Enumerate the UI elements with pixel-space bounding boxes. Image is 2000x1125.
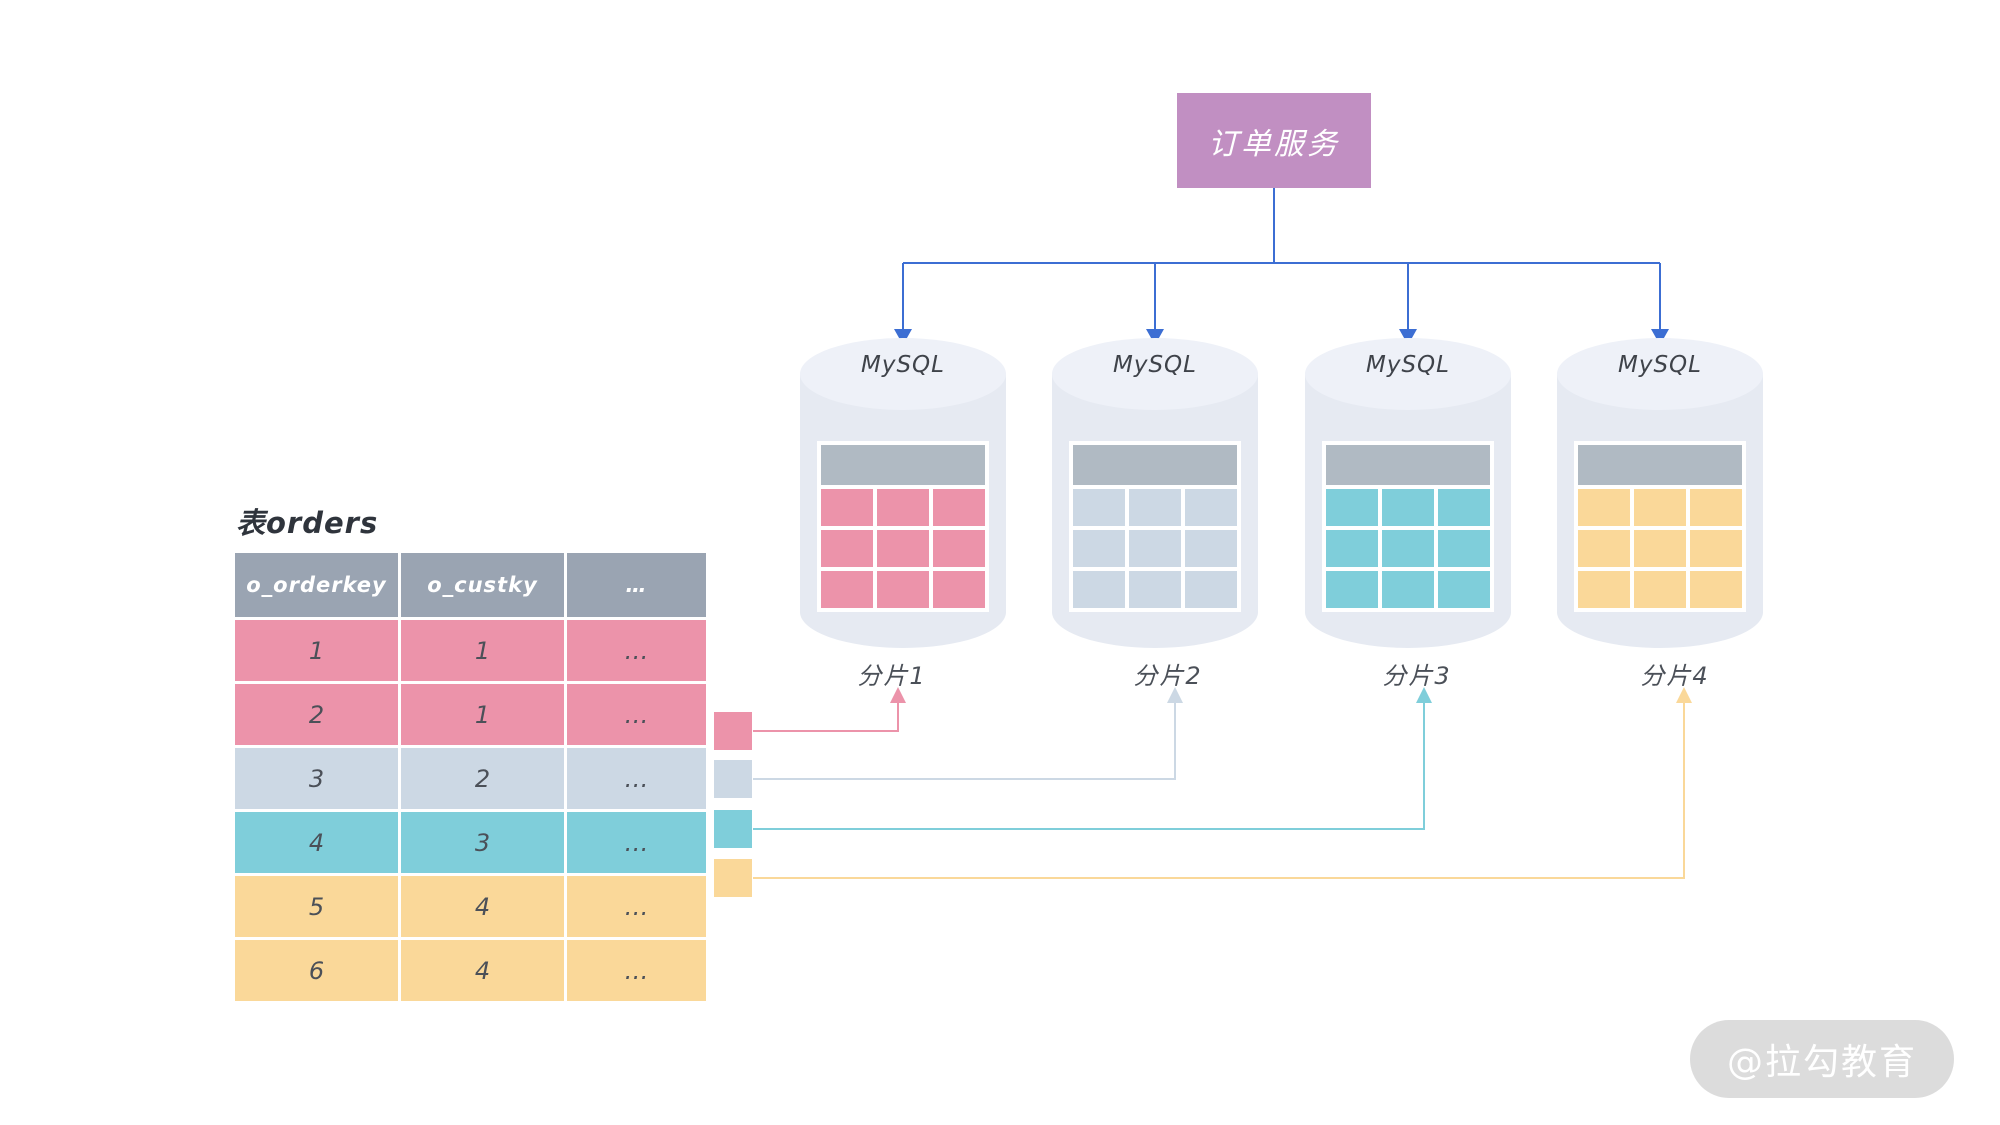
shard-table-cell bbox=[933, 571, 985, 608]
table-cell: 1 bbox=[401, 684, 564, 745]
shard-table-cell bbox=[877, 530, 929, 567]
mysql-shard-2: MySQL bbox=[1052, 338, 1258, 648]
table-cell: … bbox=[567, 940, 706, 1001]
orders-table-title: 表orders bbox=[236, 506, 379, 540]
orders-table: o_orderkey o_custky … 1 1 … 2 1 … 3 2 … … bbox=[235, 553, 706, 1001]
shard-table-cell bbox=[1690, 489, 1742, 526]
column-header-orderkey: o_orderkey bbox=[235, 553, 398, 617]
shard-table-cell bbox=[1578, 530, 1630, 567]
table-cell: 1 bbox=[235, 620, 398, 681]
shard-table-cell bbox=[1382, 571, 1434, 608]
table-cell: … bbox=[567, 812, 706, 873]
cylinder-top bbox=[1557, 338, 1763, 410]
shard-table-cell bbox=[1185, 530, 1237, 567]
table-cell: 4 bbox=[401, 940, 564, 1001]
shard-table bbox=[817, 441, 989, 612]
shard-table-cell bbox=[1578, 571, 1630, 608]
row-to-shard3-arrow bbox=[753, 701, 1425, 830]
table-cell: 5 bbox=[235, 876, 398, 937]
shard-table-header bbox=[1578, 445, 1742, 485]
shard-table-cell bbox=[1129, 530, 1181, 567]
shard-table-header bbox=[1073, 445, 1237, 485]
shard-table-cell bbox=[1185, 489, 1237, 526]
shard-2-label: 分片2 bbox=[1133, 662, 1203, 690]
table-cell: 2 bbox=[401, 748, 564, 809]
shard-table-cell bbox=[1578, 489, 1630, 526]
table-cell: 1 bbox=[401, 620, 564, 681]
table-cell: 4 bbox=[401, 876, 564, 937]
table-cell: 3 bbox=[235, 748, 398, 809]
shard-table-cell bbox=[877, 489, 929, 526]
shard-table-cell bbox=[1634, 489, 1686, 526]
table-cell: … bbox=[567, 876, 706, 937]
mysql-label: MySQL bbox=[1618, 352, 1702, 378]
shard-table-cell bbox=[1129, 489, 1181, 526]
shard-table-cell bbox=[1326, 489, 1378, 526]
shard-table-cell bbox=[1438, 571, 1490, 608]
cylinder-top bbox=[1052, 338, 1258, 410]
shard-table-cell bbox=[1129, 571, 1181, 608]
shard-table-header bbox=[1326, 445, 1490, 485]
shard-4-label: 分片4 bbox=[1640, 662, 1710, 690]
mysql-label: MySQL bbox=[861, 352, 945, 378]
shard-table-cell bbox=[1326, 530, 1378, 567]
shard-table bbox=[1069, 441, 1241, 612]
legend-square-shard4 bbox=[714, 859, 752, 897]
table-cell: 6 bbox=[235, 940, 398, 1001]
legend-square-shard2 bbox=[714, 760, 752, 798]
shard-table-cell bbox=[1073, 489, 1125, 526]
shard-3-label: 分片3 bbox=[1382, 662, 1452, 690]
shard-table-cell bbox=[1634, 530, 1686, 567]
watermark-text: @拉勾教育 bbox=[1726, 1042, 1917, 1083]
table-cell: … bbox=[567, 684, 706, 745]
cylinder-top bbox=[800, 338, 1006, 410]
table-cell: 3 bbox=[401, 812, 564, 873]
shard-table-cell bbox=[821, 571, 873, 608]
shard-table-cell bbox=[933, 530, 985, 567]
shard-table-cell bbox=[821, 489, 873, 526]
shard-table bbox=[1322, 441, 1494, 612]
mysql-shard-4: MySQL bbox=[1557, 338, 1763, 648]
shard-table-cell bbox=[1690, 530, 1742, 567]
row-to-shard1-arrow bbox=[753, 701, 899, 732]
table-cell: 4 bbox=[235, 812, 398, 873]
shard-table-cell bbox=[1382, 489, 1434, 526]
shard-table-cell bbox=[1634, 571, 1686, 608]
shard-1-label: 分片1 bbox=[857, 662, 927, 690]
shard-table-cell bbox=[1073, 530, 1125, 567]
mysql-label: MySQL bbox=[1366, 352, 1450, 378]
shard-table-header bbox=[821, 445, 985, 485]
watermark-badge: @拉勾教育 bbox=[1690, 1020, 1954, 1098]
mysql-shard-1: MySQL bbox=[800, 338, 1006, 648]
legend-square-shard1 bbox=[714, 712, 752, 750]
shard-table-cell bbox=[1326, 571, 1378, 608]
shard-table-cell bbox=[1690, 571, 1742, 608]
column-header-more: … bbox=[567, 553, 706, 617]
shard-table-cell bbox=[1382, 530, 1434, 567]
shard-table-cell bbox=[821, 530, 873, 567]
table-cell: 2 bbox=[235, 684, 398, 745]
shard-table bbox=[1574, 441, 1746, 612]
table-cell: … bbox=[567, 620, 706, 681]
shard-table-cell bbox=[933, 489, 985, 526]
cylinder-top bbox=[1305, 338, 1511, 410]
connector-arrowheads bbox=[894, 329, 1669, 345]
shard-table-cell bbox=[1438, 530, 1490, 567]
mysql-label: MySQL bbox=[1113, 352, 1197, 378]
order-service-box: 订单服务 bbox=[1177, 93, 1371, 188]
mysql-shard-3: MySQL bbox=[1305, 338, 1511, 648]
order-service-label: 订单服务 bbox=[1208, 126, 1340, 162]
shard-table-cell bbox=[1438, 489, 1490, 526]
shard-table-cell bbox=[1073, 571, 1125, 608]
service-to-shards-connector bbox=[902, 188, 1661, 330]
legend-square-shard3 bbox=[714, 810, 752, 848]
row-to-shard2-arrow bbox=[753, 701, 1176, 780]
table-cell: … bbox=[567, 748, 706, 809]
shard-table-cell bbox=[1185, 571, 1237, 608]
shard-table-cell bbox=[877, 571, 929, 608]
column-header-custky: o_custky bbox=[401, 553, 564, 617]
row-to-shard4-arrow bbox=[753, 701, 1685, 879]
